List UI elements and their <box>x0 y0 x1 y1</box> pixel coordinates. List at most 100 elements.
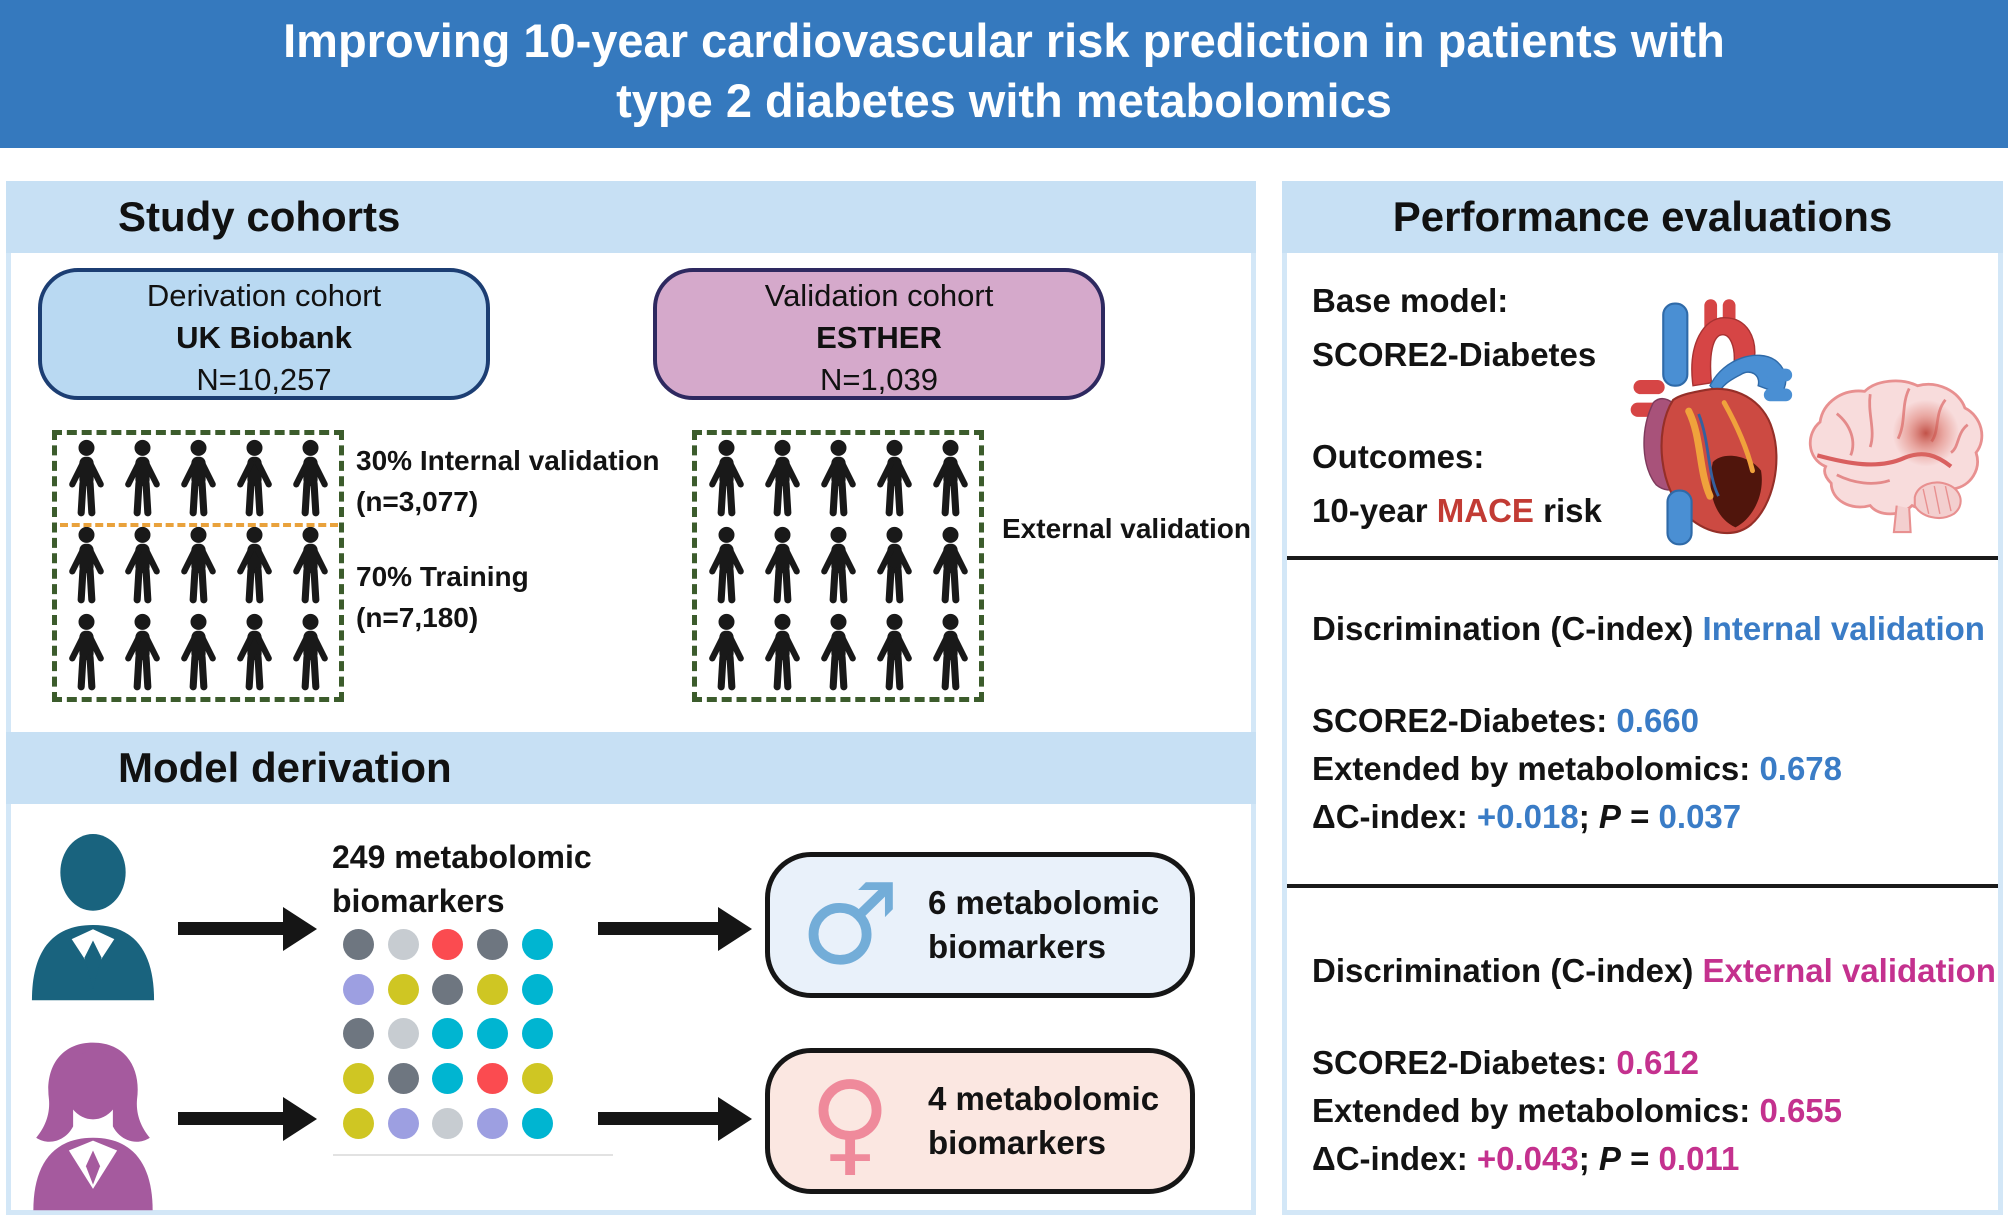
arrow-man-to-biomarkers <box>178 922 283 935</box>
derivation-cohort-n: N=10,257 <box>196 362 332 397</box>
person-icon <box>120 526 165 606</box>
outcome-mace: MACE <box>1436 492 1534 529</box>
internal-p-label: P <box>1598 798 1621 835</box>
external-score2-label: SCORE2-Diabetes: <box>1312 1044 1617 1081</box>
internal-p-eq: = <box>1620 798 1659 835</box>
female-result-box <box>765 1048 1195 1194</box>
external-heading-plain: Discrimination (C-index) <box>1312 952 1703 989</box>
person-icon <box>760 526 805 606</box>
biomarker-dot-red <box>477 1063 509 1095</box>
dot-matrix-baseline <box>333 1154 613 1156</box>
page-title-line1: Improving 10-year cardiovascular risk pr… <box>283 14 1725 67</box>
page-title-line2: type 2 diabetes with metabolomics <box>616 74 1392 127</box>
training-split-n: (n=7,180) <box>356 602 479 633</box>
validation-cohort-name: ESTHER <box>816 320 942 355</box>
biomarker-dot-lightgray <box>387 1018 419 1050</box>
biomarker-dot-gray <box>342 928 374 960</box>
female-result-line2: biomarkers <box>928 1124 1106 1161</box>
biomarker-dot-gray <box>387 1063 419 1095</box>
internal-p-value: 0.037 <box>1658 798 1742 835</box>
person-icon <box>232 526 277 606</box>
external-p-value: 0.011 <box>1658 1140 1740 1177</box>
male-result-text: 6 metabolomic biomarkers <box>928 881 1159 969</box>
model-derivation-header: Model derivation <box>118 744 452 791</box>
person-icon <box>816 439 861 519</box>
person-icon <box>928 439 973 519</box>
training-split-label: 70% Training (n=7,180) <box>356 556 529 638</box>
external-delta-row: ΔC-index: +0.043; P = 0.011 <box>1312 1136 1739 1182</box>
internal-delta-row: ΔC-index: +0.018; P = 0.037 <box>1312 794 1741 840</box>
person-icon <box>64 613 109 693</box>
person-icon <box>760 613 805 693</box>
derivation-pictogram-grid <box>58 436 338 696</box>
person-icon <box>928 613 973 693</box>
biomarker-dot-lavender <box>342 973 374 1005</box>
external-extended-label: Extended by metabolomics: <box>1312 1092 1760 1129</box>
male-result-box <box>765 852 1195 998</box>
male-result-line1: 6 metabolomic <box>928 884 1160 921</box>
person-icon <box>288 613 333 693</box>
biomarker-dot-cyan <box>522 1108 554 1140</box>
person-icon <box>704 613 749 693</box>
person-icon <box>232 613 277 693</box>
person-icon <box>704 439 749 519</box>
internal-heading-accent: Internal validation <box>1702 610 1985 647</box>
person-icon <box>232 439 277 519</box>
internal-delta-label: ΔC-index: <box>1312 798 1477 835</box>
biomarker-dot-matrix <box>336 922 560 1146</box>
derivation-population-box <box>52 430 344 702</box>
woman-icon <box>33 1042 153 1211</box>
performance-header: Performance evaluations <box>1392 193 1893 240</box>
external-delta-sep: ; <box>1578 1140 1599 1177</box>
internal-validation-split-label: 30% Internal validation (n=3,077) <box>356 440 659 522</box>
validation-population-box <box>692 430 984 702</box>
internal-extended-row: Extended by metabolomics: 0.678 <box>1312 746 1842 792</box>
male-sign-icon: ♂ <box>799 860 901 990</box>
biomarker-dot-cyan <box>522 1018 554 1050</box>
internal-extended-value: 0.678 <box>1759 750 1843 787</box>
outcome-prefix: 10-year <box>1312 492 1437 529</box>
biomarker-dot-lavender <box>477 1108 509 1140</box>
biomarker-dot-yellow <box>477 973 509 1005</box>
heart-illustration <box>1630 299 1793 546</box>
external-extended-row: Extended by metabolomics: 0.655 <box>1312 1088 1842 1134</box>
biomarker-dot-lightgray <box>432 1108 464 1140</box>
biomarker-dot-gray <box>432 973 464 1005</box>
external-heading-accent: External validation <box>1702 952 1996 989</box>
study-cohorts-header: Study cohorts <box>118 193 401 240</box>
person-icon <box>176 526 221 606</box>
man-icon <box>31 834 155 1001</box>
external-p-label: P <box>1598 1140 1621 1177</box>
person-icon <box>64 526 109 606</box>
external-validation-label: External validation <box>1002 513 1251 544</box>
internal-delta-value: +0.018 <box>1476 798 1579 835</box>
derivation-cohort-box: Derivation cohort UK Biobank N=10,257 <box>38 268 490 400</box>
brain-illustration <box>1808 379 1984 534</box>
female-result-text: 4 metabolomic biomarkers <box>928 1077 1159 1165</box>
biomarkers-input-line1: 249 metabolomic <box>332 839 592 875</box>
person-icon <box>760 439 805 519</box>
biomarkers-input-label: 249 metabolomic biomarkers <box>332 835 592 923</box>
external-delta-value: +0.043 <box>1476 1140 1579 1177</box>
title-banner: Improving 10-year cardiovascular risk pr… <box>0 0 2008 148</box>
person-icon <box>176 439 221 519</box>
base-model-label: Base model: <box>1312 282 1509 319</box>
base-model-value: SCORE2-Diabetes <box>1312 336 1597 373</box>
arrow-biomarkers-to-male-result <box>598 922 718 935</box>
biomarker-dot-yellow <box>342 1108 374 1140</box>
arrow-biomarkers-to-female-result <box>598 1112 718 1125</box>
female-sign-icon: ♀ <box>808 1058 892 1188</box>
external-discrimination-heading: Discrimination (C-index) External valida… <box>1312 948 1996 994</box>
derivation-cohort-name: UK Biobank <box>176 320 352 355</box>
internal-heading-plain: Discrimination (C-index) <box>1312 610 1703 647</box>
validation-cohort-box: Validation cohort ESTHER N=1,039 <box>653 268 1105 400</box>
validation-pictogram-grid <box>698 436 978 696</box>
model-derivation-header-band: Model derivation <box>6 732 1256 804</box>
external-score2-row: SCORE2-Diabetes: 0.612 <box>1312 1040 1699 1086</box>
internal-extended-label: Extended by metabolomics: <box>1312 750 1760 787</box>
female-result-line1: 4 metabolomic <box>928 1080 1160 1117</box>
biomarker-dot-cyan <box>432 1018 464 1050</box>
internal-discrimination-heading: Discrimination (C-index) Internal valida… <box>1312 606 1985 652</box>
outcome-suffix: risk <box>1533 492 1602 529</box>
separator-line-1 <box>1287 556 1998 560</box>
